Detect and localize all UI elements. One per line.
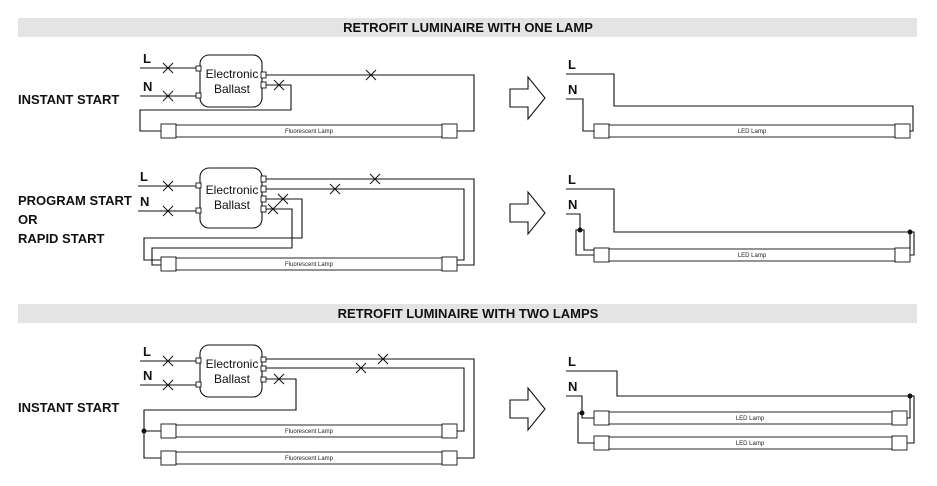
lamp-pin-end <box>160 123 177 139</box>
wire-label-n: N <box>568 82 577 97</box>
cut-mark <box>162 355 174 367</box>
led-lamp-label: LED Lamp <box>736 416 765 422</box>
wire-label-l: L <box>568 57 576 72</box>
cut-mark <box>162 205 174 217</box>
section-banner-one-lamp <box>18 18 917 37</box>
lamp-pin-end <box>593 123 610 139</box>
led-lamp-label: LED Lamp <box>738 253 767 259</box>
cut-mark <box>162 180 174 192</box>
cut-mark <box>329 183 341 195</box>
cut-mark <box>162 62 174 74</box>
lamp-pin-end <box>441 256 458 272</box>
row-label-instant-start-2: INSTANT START <box>18 400 119 415</box>
lamp-pin-end <box>160 450 177 466</box>
row3-led-circuit: L N LED Lamp LED Lamp <box>566 354 915 451</box>
fluorescent-lamp-label: Fluorescent Lamp <box>285 262 334 268</box>
wire-junction <box>579 410 585 416</box>
row-label-program-start: PROGRAM START <box>18 193 132 208</box>
row2-fluorescent-circuit: L N Electronic Ballast Fluorescent Lamp <box>138 167 475 272</box>
wire-label-n: N <box>140 194 149 209</box>
cut-mark <box>162 90 174 102</box>
row1-fluorescent-circuit: L N Electronic Ballast Fluorescent Lamp <box>139 51 475 139</box>
wire-label-n: N <box>143 79 152 94</box>
lamp-pin-end <box>441 450 458 466</box>
row-label-or: OR <box>18 212 38 227</box>
row1-led-circuit: L N LED Lamp <box>566 57 914 139</box>
row3-fluorescent-circuit: L N Electronic Ballast Fluorescent Lamp … <box>140 344 475 466</box>
conversion-arrow <box>509 386 546 432</box>
lamp-pin-end <box>593 247 610 263</box>
wire-label-l: L <box>143 51 151 66</box>
conversion-arrow <box>509 190 546 236</box>
led-lamp-label: LED Lamp <box>738 129 767 135</box>
ballast-box <box>199 344 263 398</box>
wire-label-l: L <box>143 344 151 359</box>
row-label-instant-start-1: INSTANT START <box>18 92 119 107</box>
lamp-pin-end <box>160 423 177 439</box>
wire-label-n: N <box>568 197 577 212</box>
wire-label-l: L <box>568 354 576 369</box>
ballast-label: Ballast <box>214 198 251 212</box>
row2-led-circuit: L N LED Lamp <box>566 172 915 263</box>
ballast-label: Electronic <box>206 357 259 371</box>
lamp-pin-end <box>593 435 610 451</box>
cut-mark <box>355 362 367 374</box>
ballast-label: Electronic <box>206 67 259 81</box>
fluorescent-lamp-label: Fluorescent Lamp <box>285 429 334 435</box>
ballast-label: Electronic <box>206 183 259 197</box>
cut-mark <box>273 79 285 91</box>
ballast-box <box>199 54 263 108</box>
wire-junction <box>907 393 913 399</box>
lamp-pin-end <box>894 123 911 139</box>
cut-mark <box>273 373 285 385</box>
conversion-arrow <box>509 75 546 121</box>
cut-mark <box>267 203 279 215</box>
ballast-label: Ballast <box>214 82 251 96</box>
lamp-pin-end <box>891 435 908 451</box>
fluorescent-lamp-label: Fluorescent Lamp <box>285 456 334 462</box>
section-banner-two-lamps <box>18 304 917 323</box>
cut-mark <box>377 353 389 365</box>
lamp-pin-end <box>441 423 458 439</box>
lamp-pin-end <box>160 256 177 272</box>
wire-junction <box>577 227 583 233</box>
wire-junction <box>907 229 913 235</box>
section-title-one-lamp: RETROFIT LUMINAIRE WITH ONE LAMP <box>343 20 593 35</box>
lamp-pin-end <box>441 123 458 139</box>
wire-label-n: N <box>143 368 152 383</box>
ballast-label: Ballast <box>214 372 251 386</box>
row-label-rapid-start: RAPID START <box>18 231 104 246</box>
wire-label-l: L <box>140 169 148 184</box>
wire-label-n: N <box>568 379 577 394</box>
lamp-pin-end <box>894 247 911 263</box>
fluorescent-lamp-label: Fluorescent Lamp <box>285 129 334 135</box>
cut-mark <box>365 69 377 81</box>
wire-label-l: L <box>568 172 576 187</box>
cut-mark <box>369 173 381 185</box>
wire-junction <box>141 428 147 434</box>
cut-mark <box>162 379 174 391</box>
led-lamp-label: LED Lamp <box>736 441 765 447</box>
lamp-pin-end <box>891 410 908 426</box>
lamp-pin-end <box>593 410 610 426</box>
section-title-two-lamps: RETROFIT LUMINAIRE WITH TWO LAMPS <box>338 306 599 321</box>
cut-mark <box>277 193 289 205</box>
